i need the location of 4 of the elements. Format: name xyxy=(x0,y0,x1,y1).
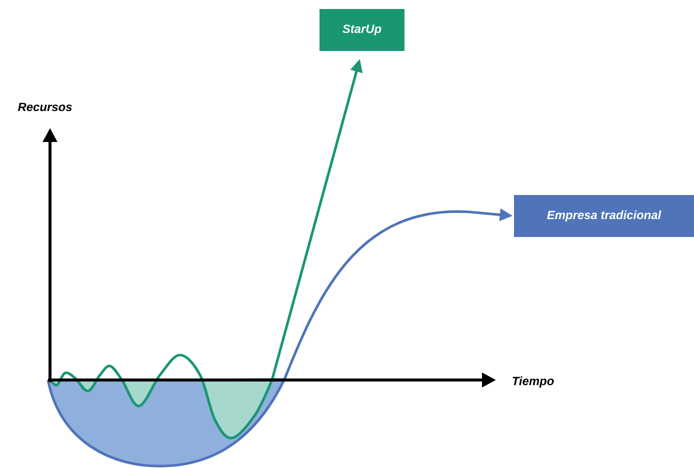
axis-label: Tiempo xyxy=(512,376,554,388)
axis-label: Recursos xyxy=(18,102,72,112)
label-box: StarUp xyxy=(320,9,404,51)
label-box: Empresa tradicional xyxy=(514,195,694,237)
